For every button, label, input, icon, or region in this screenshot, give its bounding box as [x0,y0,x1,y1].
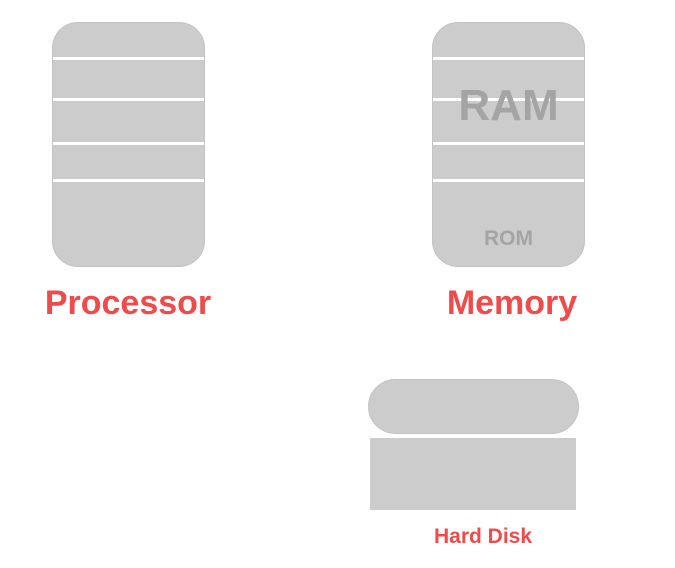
memory-stripe [433,98,584,101]
memory-label: Memory [446,284,578,322]
memory-stripe [433,142,584,145]
memory-stripe [433,57,584,60]
processor-label: Processor [44,284,212,322]
processor-stripe [53,179,204,182]
processor-stripe [53,57,204,60]
memory-block: RAM ROM [432,22,585,267]
processor-stripe [53,142,204,145]
hard-disk-platter [368,379,579,434]
memory-stripe [433,179,584,182]
processor-block [52,22,205,267]
hard-disk-base [370,438,576,510]
hard-disk-label: Hard Disk [433,525,533,548]
rom-label: ROM [484,227,533,250]
ram-label: RAM [458,81,559,130]
processor-stripe [53,98,204,101]
